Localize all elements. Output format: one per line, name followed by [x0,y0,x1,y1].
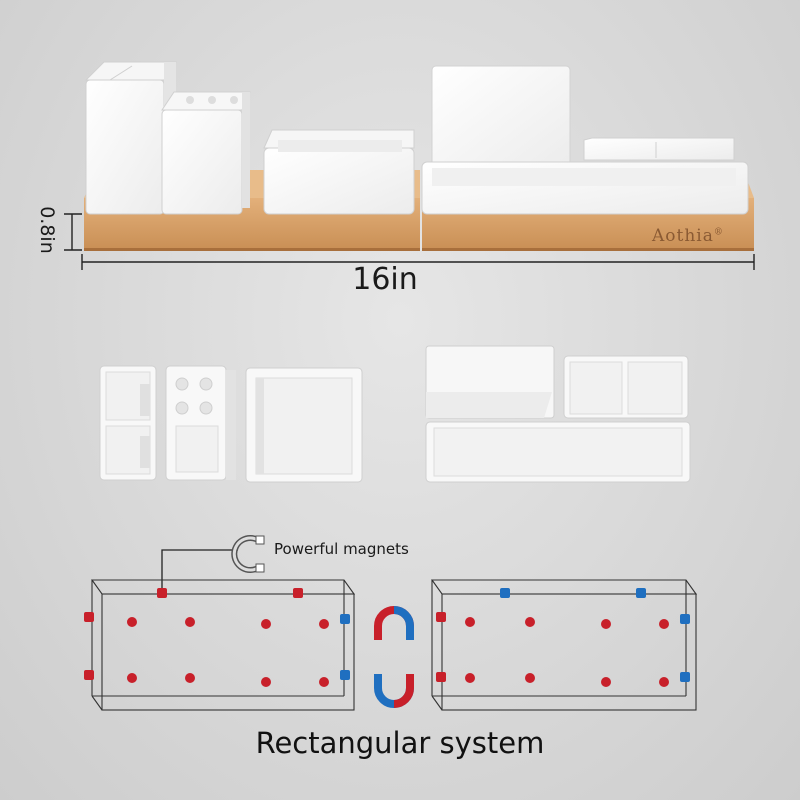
brand-name: Aothia [652,226,714,246]
magnet-callout-line [161,549,238,592]
long-tray [421,161,749,215]
magnet-callout-label: Powerful magnets [274,540,409,558]
magnets-right [436,588,690,687]
attracting-magnet-bottom-icon [374,674,414,708]
top-view-phone-stand [425,345,555,419]
system-caption: Rectangular system [255,726,545,760]
small-double-tray [583,137,735,161]
wireframe-box-left [90,579,356,711]
top-view-long-tray [425,421,691,483]
magnets-left [84,588,350,687]
horseshoe-magnet-icon [231,535,265,573]
top-view-pen-cup [165,365,236,481]
width-label: 16in [352,262,418,297]
memo-tray [263,129,415,215]
top-view-tall-cup [99,365,157,481]
height-label: 0.8in [36,206,58,254]
width-dimension-line [81,254,755,270]
pen-cup-with-holes [161,91,251,215]
phone-stand [431,65,571,169]
brand-logo: Aothia® [652,226,724,246]
attracting-magnet-top-icon [374,606,414,640]
height-dimension-line [64,213,82,251]
wireframe-box-right [430,579,698,711]
registered-mark-icon: ® [713,227,724,238]
top-view-memo-tray [245,367,363,483]
top-view-small-tray [563,355,689,419]
